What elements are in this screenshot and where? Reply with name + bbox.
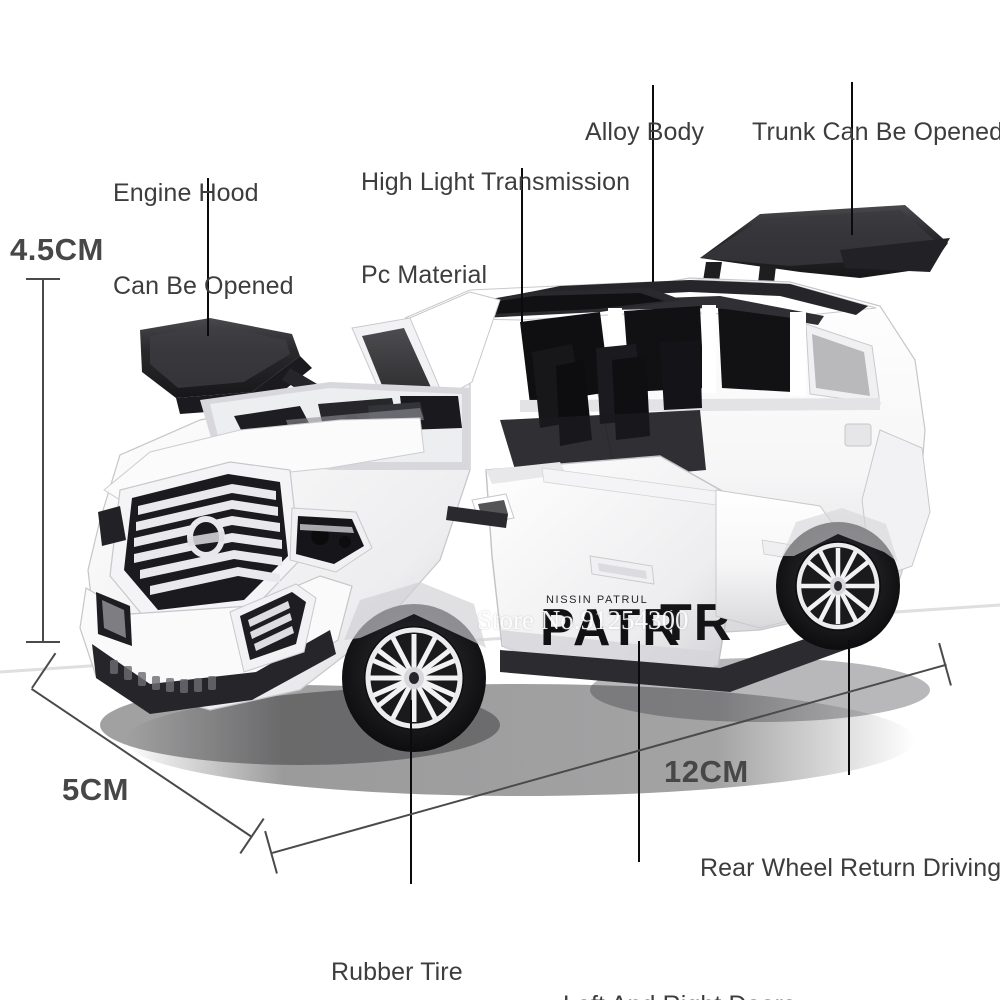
leader-line-rubber-tire <box>410 700 412 884</box>
dimension-height-rule <box>42 278 44 642</box>
annotation-trunk: Trunk Can Be Opened <box>752 55 1000 210</box>
dimension-height-cap-bottom <box>26 641 60 643</box>
annotation-alloy-body: Alloy Body <box>585 55 704 210</box>
annotation-engine-hood-line1: Engine Hood <box>113 179 259 207</box>
annotation-doors: Left And Right Doors Can Be Opened <box>563 928 796 1000</box>
leader-line-doors <box>638 641 640 862</box>
svg-text:PATR: PATR <box>540 599 682 657</box>
annotation-rubber-tire-line1: Rubber Tire <box>331 958 463 986</box>
dimension-height-label: 4.5CM <box>10 232 104 267</box>
annotation-rear-wheel-line1: Rear Wheel Return Driving <box>700 854 1000 882</box>
annotation-rear-wheel: Rear Wheel Return Driving <box>700 791 1000 946</box>
leader-line-high-light-pc <box>521 168 523 322</box>
leader-line-trunk <box>851 82 853 235</box>
dimension-width-label: 5CM <box>62 772 129 807</box>
svg-text:NISSIN PATRUL: NISSIN PATRUL <box>546 594 648 606</box>
annotation-high-light-pc-line2: Pc Material <box>361 261 488 289</box>
leader-line-rear-wheel <box>848 640 850 775</box>
annotation-engine-hood: Engine Hood Can Be Opened <box>113 116 294 364</box>
annotation-alloy-body-line1: Alloy Body <box>585 118 705 146</box>
annotation-rubber-tire: Rubber Tire <box>331 895 463 1000</box>
annotation-high-light-pc-line1: High Light Transmission <box>361 168 631 196</box>
annotation-high-light-pc: High Light Transmission Pc Material <box>361 105 630 353</box>
dimension-length-label: 12CM <box>664 754 749 789</box>
annotation-engine-hood-line2: Can Be Opened <box>113 272 294 300</box>
leader-line-alloy-body <box>652 85 654 282</box>
leader-line-engine-hood <box>207 178 209 336</box>
annotation-doors-line1: Left And Right Doors <box>563 990 796 1000</box>
annotation-trunk-line1: Trunk Can Be Opened <box>752 118 1000 146</box>
